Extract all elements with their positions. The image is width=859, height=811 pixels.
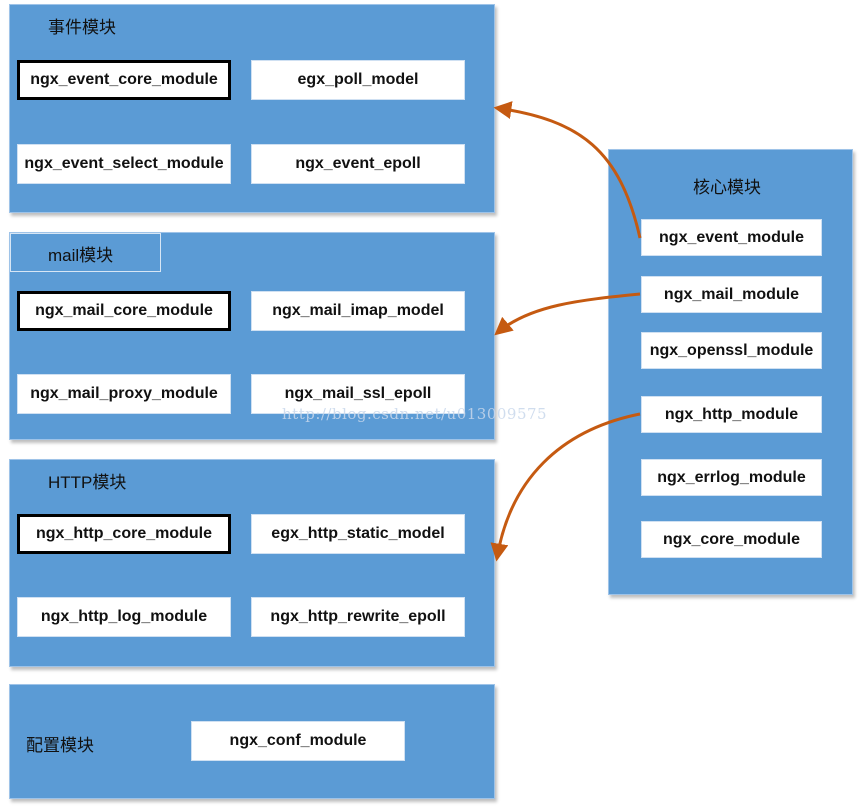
ngx-event-epoll-box: ngx_event_epoll xyxy=(251,144,465,184)
http-panel-title: HTTP模块 xyxy=(48,473,127,492)
conf-module-panel: 配置模块 ngx_conf_module xyxy=(9,684,495,799)
mail-panel-title: mail模块 xyxy=(48,246,114,265)
ngx-mail-imap-model-box: ngx_mail_imap_model xyxy=(251,291,465,331)
ngx-event-module-box: ngx_event_module xyxy=(641,219,822,256)
ngx-mail-core-module-box: ngx_mail_core_module xyxy=(17,291,231,331)
event-panel-title: 事件模块 xyxy=(48,18,116,37)
ngx-core-module-box: ngx_core_module xyxy=(641,521,822,558)
ngx-http-module-box: ngx_http_module xyxy=(641,396,822,433)
event-module-panel: 事件模块 ngx_event_core_module egx_poll_mode… xyxy=(9,4,495,213)
mail-module-panel: mail模块 ngx_mail_core_module ngx_mail_ima… xyxy=(9,232,495,440)
ngx-openssl-module-box: ngx_openssl_module xyxy=(641,332,822,369)
ngx-mail-module-box: ngx_mail_module xyxy=(641,276,822,313)
ngx-errlog-module-box: ngx_errlog_module xyxy=(641,459,822,496)
egx-http-static-model-box: egx_http_static_model xyxy=(251,514,465,554)
ngx-mail-proxy-module-box: ngx_mail_proxy_module xyxy=(17,374,231,414)
core-module-panel: 核心模块 ngx_event_module ngx_mail_module ng… xyxy=(608,149,853,595)
ngx-event-select-module-box: ngx_event_select_module xyxy=(17,144,231,184)
ngx-http-log-module-box: ngx_http_log_module xyxy=(17,597,231,637)
ngx-http-rewrite-epoll-box: ngx_http_rewrite_epoll xyxy=(251,597,465,637)
ngx-event-core-module-box: ngx_event_core_module xyxy=(17,60,231,100)
http-module-panel: HTTP模块 ngx_http_core_module egx_http_sta… xyxy=(9,459,495,667)
watermark-text: http://blog.csdn.net/u013009575 xyxy=(282,405,548,423)
egx-poll-model-box: egx_poll_model xyxy=(251,60,465,100)
core-panel-title: 核心模块 xyxy=(693,178,761,197)
ngx-mail-ssl-epoll-box: ngx_mail_ssl_epoll xyxy=(251,374,465,414)
ngx-http-core-module-box: ngx_http_core_module xyxy=(17,514,231,554)
conf-panel-title: 配置模块 xyxy=(26,736,94,755)
ngx-conf-module-box: ngx_conf_module xyxy=(191,721,405,761)
mail-panel-title-tab xyxy=(10,233,161,272)
